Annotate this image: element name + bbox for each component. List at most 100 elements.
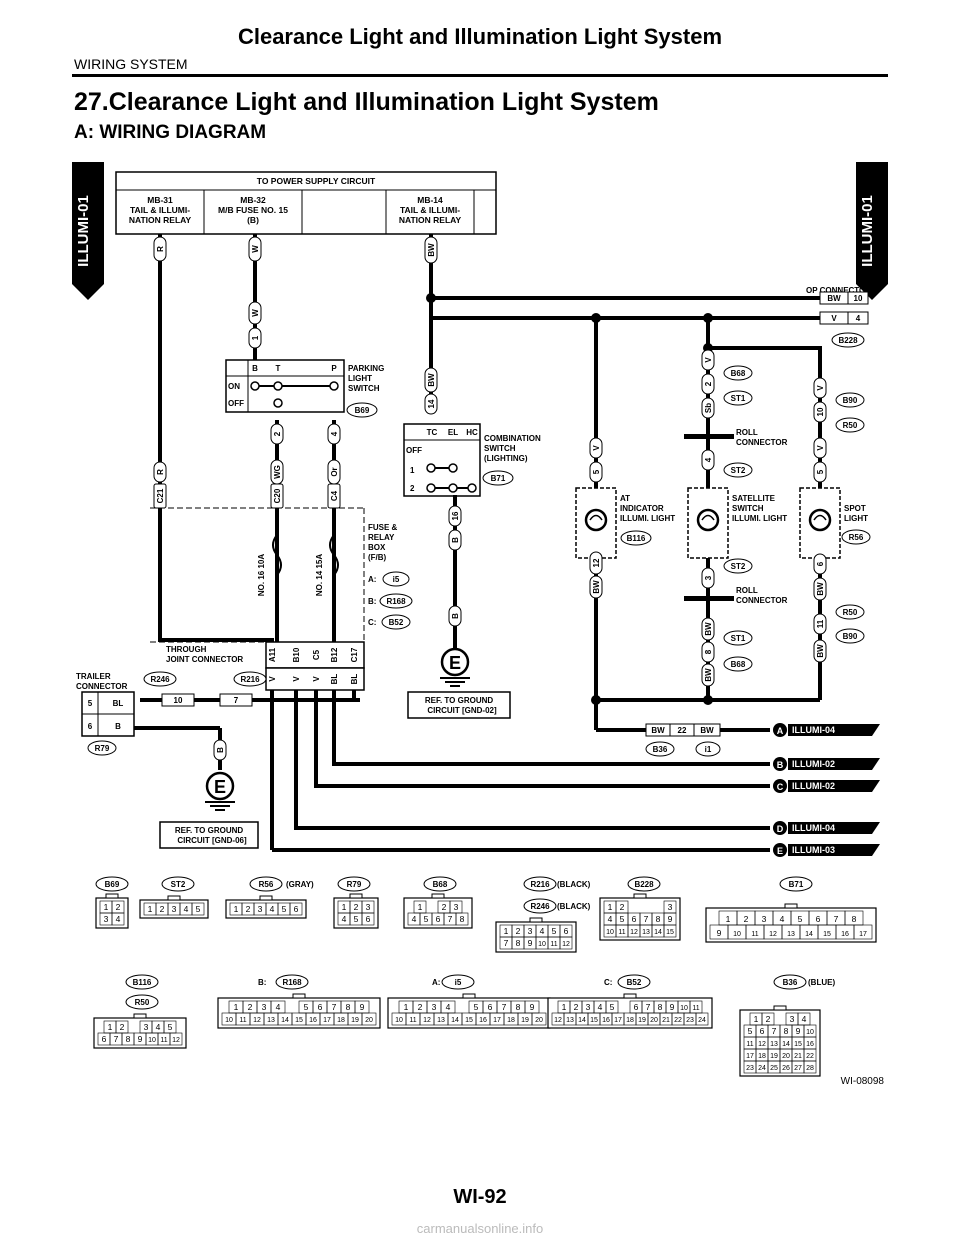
sat-id-st2a: ST2 xyxy=(731,466,746,475)
pin-cell: 17 xyxy=(323,1017,331,1024)
ground-1-symbol: E xyxy=(449,653,461,673)
pin-cell: 8 xyxy=(516,938,521,948)
pin-cell: 4 xyxy=(184,904,189,914)
conn-label-b68: B68 xyxy=(433,880,448,889)
pin-cell: 10 xyxy=(538,941,546,948)
pin-cell: 6 xyxy=(634,1002,639,1012)
ground-1-ref-2: CIRCUIT [GND-02] xyxy=(427,706,497,715)
pin-cell: 21 xyxy=(662,1017,670,1024)
pin-cell: 8 xyxy=(656,914,661,924)
wire-tag-bw5: BW xyxy=(592,580,601,594)
page-header-subtitle: WIRING SYSTEM xyxy=(74,56,188,72)
wire-tag-v2: V xyxy=(704,357,713,363)
pin-cell: 8 xyxy=(460,914,465,924)
pin-cell: 3 xyxy=(172,904,177,914)
conn-label-r246: R246 xyxy=(530,902,550,911)
trailer-pin-5: 5 xyxy=(88,699,93,708)
pin-cell: 1 xyxy=(404,1002,409,1012)
pin-cell: 13 xyxy=(642,929,650,936)
conn-label-r79: R79 xyxy=(347,880,362,889)
pin-cell: 15 xyxy=(794,1041,802,1048)
pin-cell: 4 xyxy=(412,914,417,924)
wire-tag-sb: Sb xyxy=(704,403,713,413)
j22-id-i1: i1 xyxy=(705,745,712,754)
pin-cell: 6 xyxy=(632,914,637,924)
pin-cell: 9 xyxy=(670,1002,675,1012)
power-c1-l2: TAIL & ILLUMI- xyxy=(130,205,190,215)
pin-cell: 22 xyxy=(806,1053,814,1060)
sat-id-b68a: B68 xyxy=(731,369,746,378)
joint-22: BW 22 BW B36 i1 xyxy=(645,723,721,757)
fuse-wire-v1: V xyxy=(268,676,277,682)
page-number: WI-92 xyxy=(453,1186,507,1208)
splice-dots xyxy=(426,293,713,705)
pin-cell: 8 xyxy=(346,1002,351,1012)
fuse-label-1: FUSE & xyxy=(368,523,398,532)
pin-cell: 3 xyxy=(262,1002,267,1012)
fuse-conn-a-key: A: xyxy=(368,575,376,584)
pin-cell: 14 xyxy=(578,1017,586,1024)
reference-arrows: A ILLUMI-04 B ILLUMI-02 C ILLUMI-02 D IL… xyxy=(773,723,880,857)
joint-label-1: THROUGH xyxy=(166,645,207,654)
joint-label-2: JOINT CONNECTOR xyxy=(166,655,243,664)
comb-pin-14: 14 xyxy=(427,399,436,408)
pin-cell: 20 xyxy=(782,1053,790,1060)
ref-c-text: ILLUMI-02 xyxy=(792,781,835,791)
pin-cell: 17 xyxy=(859,931,867,938)
wire-tag-wg: WG xyxy=(273,465,282,479)
pin-cell: 9 xyxy=(528,938,533,948)
conn-label-i5: i5 xyxy=(455,978,462,987)
side-tab-left-label: ILLUMI-01 xyxy=(75,195,92,267)
sat-id-st2b: ST2 xyxy=(731,562,746,571)
pin-cell: 2 xyxy=(574,1002,579,1012)
conn-prefix-i5: A: xyxy=(432,978,440,987)
sat-id-st1b: ST1 xyxy=(731,634,746,643)
power-c1-l3: NATION RELAY xyxy=(129,215,192,225)
pin-cell: 10 xyxy=(606,929,614,936)
conn-label-b52: B52 xyxy=(627,978,642,987)
ref-e-text: ILLUMI-03 xyxy=(792,845,835,855)
pin-cell: 11 xyxy=(160,1037,167,1044)
figure-id: WI-08098 xyxy=(841,1076,885,1087)
pin-cell: 3 xyxy=(528,926,533,936)
op-pin-10: 10 xyxy=(854,294,863,303)
pin-cell: 2 xyxy=(160,904,165,914)
pin-cell: 5 xyxy=(474,1002,479,1012)
pin-cell: 3 xyxy=(668,902,673,912)
pin-cell: 9 xyxy=(138,1034,143,1044)
pin-cell: 7 xyxy=(646,1002,651,1012)
pin-cell: 2 xyxy=(418,1002,423,1012)
conn-label-b116: B116 xyxy=(133,978,152,987)
pin-cell: 9 xyxy=(668,914,673,924)
pin-cell: 12 xyxy=(769,931,777,938)
pin-cell: 11 xyxy=(409,1017,416,1024)
spot-pin-5: 5 xyxy=(816,469,825,474)
pin-cell: 14 xyxy=(782,1041,790,1048)
conn-prefix-r168: B: xyxy=(258,978,266,987)
at-label-1: AT xyxy=(620,494,630,503)
pin-cell: 13 xyxy=(267,1017,275,1024)
pin-cell: 22 xyxy=(674,1017,682,1024)
pin-cell: 28 xyxy=(806,1065,814,1072)
pin-cell: 16 xyxy=(309,1017,317,1024)
roll-label-1a: ROLL xyxy=(736,428,758,437)
pin-cell: 5 xyxy=(424,914,429,924)
pin-cell: 12 xyxy=(423,1017,431,1024)
pin-cell: 21 xyxy=(794,1053,802,1060)
wire-tag-b: B xyxy=(451,537,460,543)
pin-cell: 15 xyxy=(823,931,831,938)
sat-label-2: SWITCH xyxy=(732,504,764,513)
ref-d-letter: D xyxy=(777,824,784,834)
pin-cell: 11 xyxy=(692,1005,699,1012)
comb-id: B71 xyxy=(491,474,506,483)
pin-cell: 17 xyxy=(746,1053,754,1060)
conn-note-r216: (BLACK) xyxy=(557,880,591,889)
spot-pin-10: 10 xyxy=(816,407,825,416)
ground-1: E REF. TO GROUND CIRCUIT [GND-02] xyxy=(407,647,511,719)
pin-cell: 20 xyxy=(365,1017,373,1024)
pin-cell: 5 xyxy=(168,1022,173,1032)
trailer-wire-bl: BL xyxy=(113,699,124,708)
section-subtitle: A: WIRING DIAGRAM xyxy=(74,122,267,143)
fuse-pin-c17: C17 xyxy=(350,647,359,662)
